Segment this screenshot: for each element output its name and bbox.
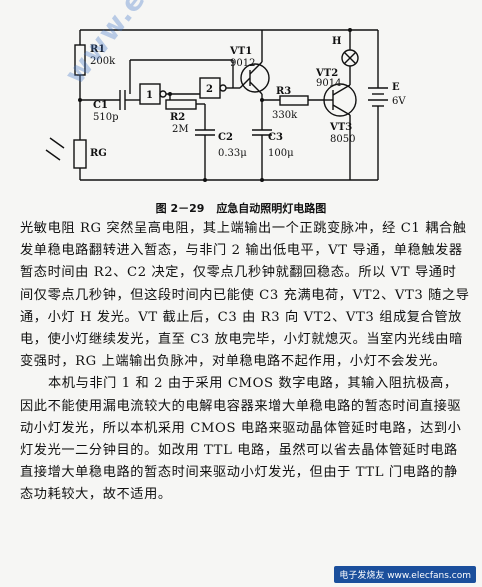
label-e-value: 6V [392,96,406,107]
figure-number: 图 2－29 [155,202,205,215]
label-gate2: 2 [206,84,213,95]
label-c2-value: 0.33μ [218,148,247,159]
label-r2-value: 2M [172,124,189,135]
paragraph-2: 本机与非门 1 和 2 由于采用 CMOS 数字电路，其输入阻抗极高，因此不能使… [20,376,462,503]
label-r2: R2 [170,112,185,123]
label-rg: RG [90,148,107,159]
article-body: 光敏电阻 RG 突然呈高电阻，其上端输出一个正跳变脉冲，经 C1 耦合触发单稳电… [20,218,470,507]
label-h: H [332,36,341,47]
label-c2: C2 [218,132,233,143]
label-vt3-value: 8050 [330,134,355,145]
label-r1-value: 200k [90,56,116,67]
label-r3-value: 330k [272,110,298,121]
paragraph-1: 光敏电阻 RG 突然呈高电阻，其上端输出一个正跳变脉冲，经 C1 耦合触发单稳电… [20,221,470,370]
label-vt3: VT3 [329,122,352,133]
label-c3: C3 [268,132,283,143]
label-vt2-value: 9014 [316,78,341,89]
figure-caption: 图 2－29 应急自动照明灯电路图 [0,200,482,216]
label-c1: C1 [93,100,108,111]
label-r1: R1 [90,44,105,55]
label-c3-value: 100μ [268,148,294,159]
label-vt1: VT1 [229,46,252,57]
label-gate1: 1 [146,90,153,101]
label-r3: R3 [276,86,291,97]
label-c1-value: 510p [93,112,119,123]
figure-title: 应急自动照明灯电路图 [216,202,327,215]
label-e: E [392,82,400,93]
circuit-schematic: R1 200k C1 510p RG 1 2 R2 2M C2 0.33μ VT… [45,28,406,182]
label-vt2: VT2 [315,68,338,79]
label-vt1-value: 9012 [230,58,255,69]
site-logo: 电子发烧友 www.elecfans.com [334,566,476,583]
